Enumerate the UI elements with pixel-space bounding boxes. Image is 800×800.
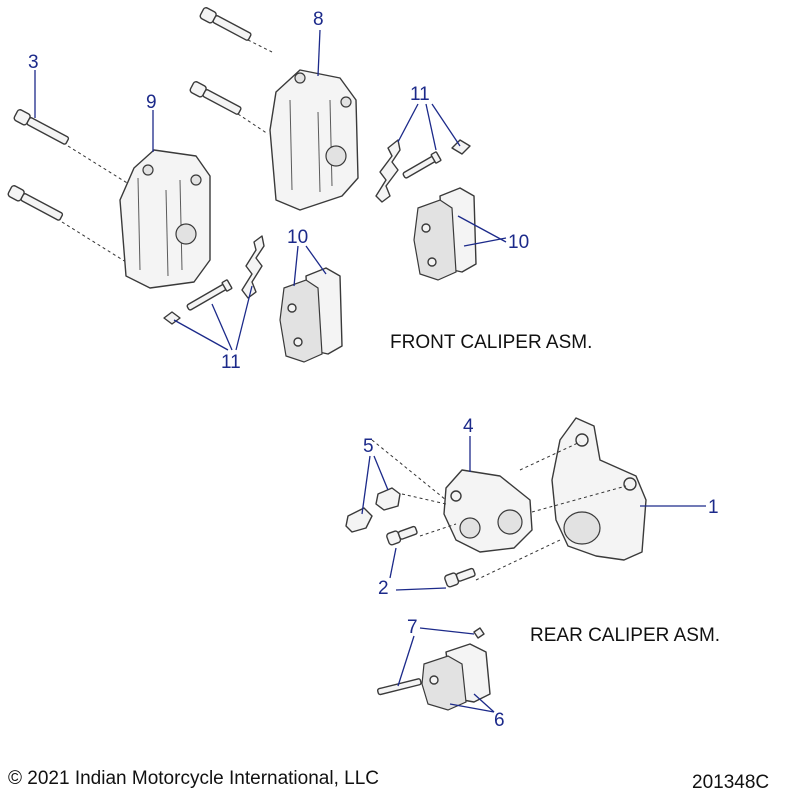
callout-10-upper: 10 — [508, 232, 529, 253]
rear-pin-clip — [473, 627, 485, 639]
bolt-left-lower — [7, 185, 64, 221]
callout-5: 5 — [363, 436, 374, 457]
bolt-left-upper — [13, 109, 70, 145]
bolt-top-right — [199, 7, 252, 41]
rear-brake-pads — [421, 643, 491, 711]
pad-spring-clip-upper — [375, 139, 401, 203]
callout-6: 6 — [494, 710, 505, 731]
copyright-notice: © 2021 Indian Motorcycle International, … — [8, 768, 379, 789]
pad-pin-upper — [402, 151, 442, 179]
rear-caliper-label: REAR CALIPER ASM. — [530, 625, 720, 646]
callout-10-lower: 10 — [287, 227, 308, 248]
bleeder-screw — [375, 487, 401, 511]
rear-bolt-lower — [444, 567, 476, 588]
front-caliper-left — [119, 149, 211, 289]
pad-pin-lower — [186, 279, 233, 311]
callout-4: 4 — [463, 416, 474, 437]
rear-bolt-upper — [386, 525, 418, 546]
rear-caliper — [443, 469, 533, 553]
front-caliper-right — [269, 69, 359, 211]
pin-clip-upper — [451, 139, 471, 155]
leader-lines — [34, 29, 706, 713]
callout-7: 7 — [407, 617, 418, 638]
callout-9: 9 — [146, 92, 157, 113]
callout-3: 3 — [28, 52, 39, 73]
callout-11-lower: 11 — [221, 352, 241, 373]
callout-1: 1 — [708, 497, 719, 518]
rear-caliper-bracket — [551, 417, 647, 561]
diagram-id: 201348C — [692, 772, 770, 793]
brake-pad-set-lower — [279, 267, 343, 363]
pad-spring-clip-lower — [241, 235, 265, 299]
bleeder-cap — [345, 507, 373, 533]
bolt-mid-right — [189, 81, 242, 115]
brake-pad-set-upper — [413, 187, 477, 281]
callout-2: 2 — [378, 578, 389, 599]
callout-11-upper: 11 — [410, 84, 430, 105]
front-caliper-label: FRONT CALIPER ASM. — [390, 332, 592, 353]
callout-8: 8 — [313, 9, 324, 30]
